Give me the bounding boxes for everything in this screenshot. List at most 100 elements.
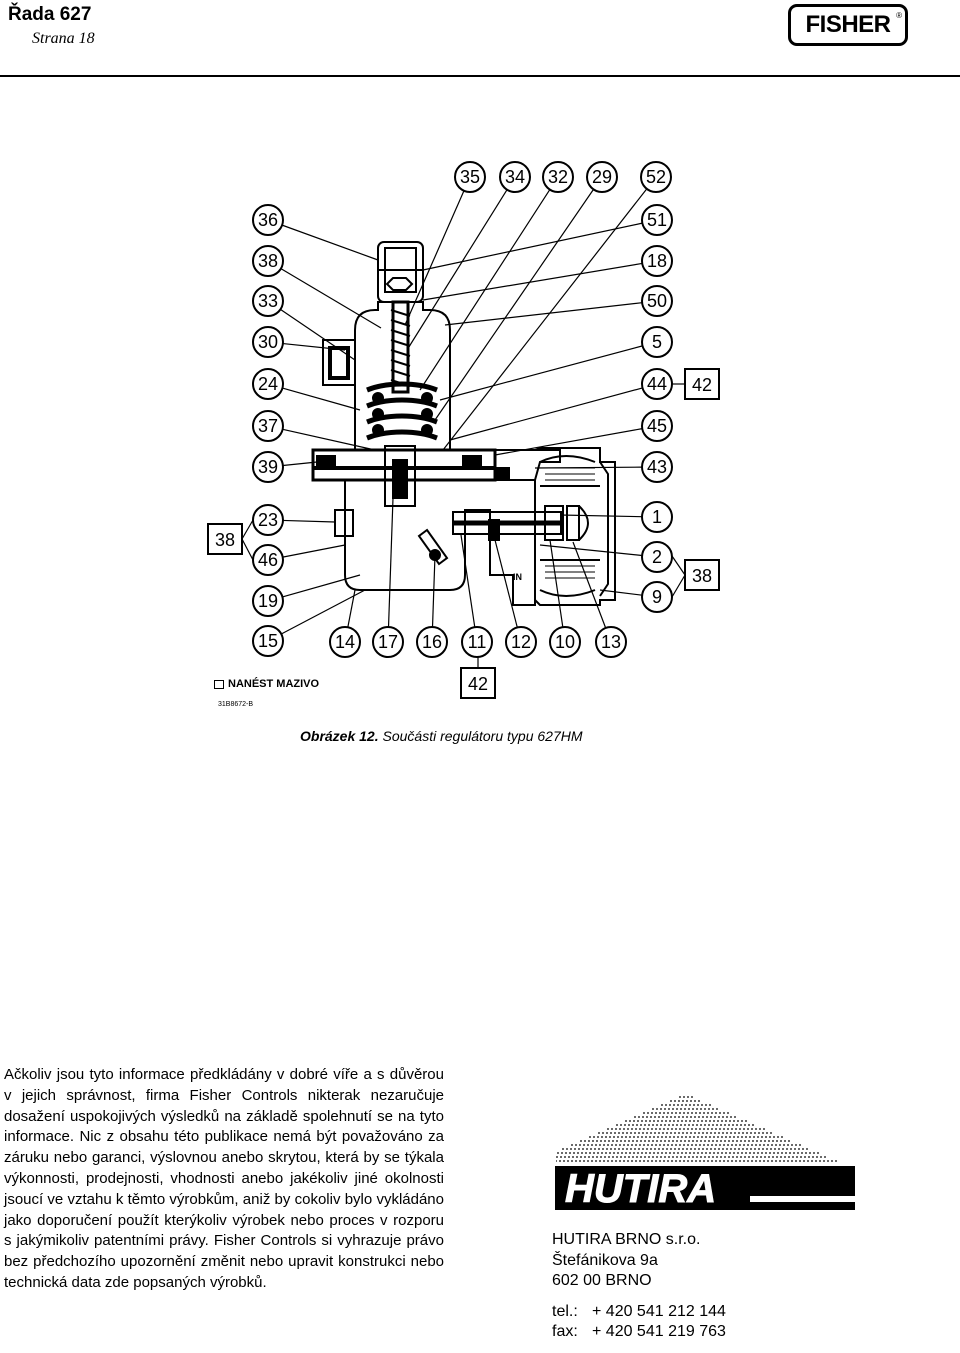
svg-text:50: 50 bbox=[647, 291, 667, 311]
page-number: Strana 18 bbox=[32, 30, 95, 47]
svg-text:37: 37 bbox=[258, 416, 278, 436]
svg-text:45: 45 bbox=[647, 416, 667, 436]
hutira-dot-pattern bbox=[556, 1096, 837, 1162]
svg-text:38: 38 bbox=[215, 530, 235, 550]
callout-19: 19 bbox=[252, 574, 361, 617]
callout-14: 14 bbox=[329, 589, 361, 658]
svg-text:16: 16 bbox=[422, 632, 442, 652]
svg-text:34: 34 bbox=[505, 167, 525, 187]
company-city: 602 00 BRNO bbox=[552, 1272, 652, 1289]
header-divider bbox=[0, 75, 960, 77]
callout-15: 15 bbox=[252, 589, 366, 657]
svg-text:51: 51 bbox=[647, 210, 667, 230]
telephone-row: tel.: + 420 541 212 144 bbox=[552, 1302, 726, 1323]
fax-number: + 420 541 219 763 bbox=[592, 1323, 726, 1340]
callout-33: 33 bbox=[252, 285, 356, 361]
lubricant-symbol-icon bbox=[214, 679, 224, 689]
lubricant-note: NANÉST MAZIVO bbox=[214, 678, 319, 690]
fax-label: fax: bbox=[552, 1323, 578, 1340]
svg-text:42: 42 bbox=[468, 674, 488, 694]
inlet-label: IN bbox=[513, 572, 522, 582]
callout-35: 35 bbox=[404, 161, 486, 326]
telephone-number: + 420 541 212 144 bbox=[592, 1302, 726, 1320]
svg-text:15: 15 bbox=[258, 631, 278, 651]
svg-text:42: 42 bbox=[692, 375, 712, 395]
svg-text:9: 9 bbox=[652, 587, 662, 607]
svg-text:38: 38 bbox=[692, 566, 712, 586]
callout-24: 24 bbox=[252, 368, 361, 411]
lubricant-note-text: NANÉST MAZIVO bbox=[228, 678, 320, 690]
callout-52: 52 bbox=[442, 161, 672, 451]
callout-29: 29 bbox=[434, 161, 618, 421]
callout-34: 34 bbox=[406, 161, 531, 351]
callout-18: 18 bbox=[422, 245, 673, 301]
svg-text:43: 43 bbox=[647, 457, 667, 477]
svg-text:12: 12 bbox=[511, 632, 531, 652]
callout-37: 37 bbox=[252, 410, 376, 451]
hutira-contact: HUTIRA BRNO s.r.o. Štefánikova 9a 602 00… bbox=[552, 1230, 726, 1343]
svg-text:24: 24 bbox=[258, 374, 278, 394]
callout-32: 32 bbox=[419, 161, 574, 391]
disclaimer-paragraph: Ačkoliv jsou tyto informace předkládány … bbox=[4, 1066, 444, 1291]
svg-text:46: 46 bbox=[258, 550, 278, 570]
svg-text:2: 2 bbox=[652, 547, 662, 567]
callout-9: 9 bbox=[599, 581, 673, 613]
svg-text:29: 29 bbox=[592, 167, 612, 187]
callout-39: 39 bbox=[252, 451, 318, 483]
callout-17: 17 bbox=[372, 497, 404, 658]
svg-text:52: 52 bbox=[646, 167, 666, 187]
callout-45: 45 bbox=[494, 410, 673, 456]
hutira-logo: HUTIRA bbox=[555, 1166, 855, 1210]
callout-50: 50 bbox=[444, 285, 673, 326]
svg-text:44: 44 bbox=[647, 374, 667, 394]
fisher-logo-text: FISHER bbox=[805, 11, 891, 38]
boxed-callout-left-38: 38 bbox=[207, 523, 243, 555]
svg-text:36: 36 bbox=[258, 210, 278, 230]
telephone-label: tel.: bbox=[552, 1302, 578, 1320]
figure-caption-label: Obrázek 12. bbox=[300, 728, 379, 744]
callout-11: 11 bbox=[460, 534, 493, 658]
figure-caption-text: Součásti regulátoru typu 627HM bbox=[382, 728, 583, 744]
callout-38: 38 bbox=[252, 245, 382, 329]
callout-44: 44 bbox=[449, 368, 673, 441]
callout-36: 36 bbox=[252, 204, 379, 261]
hutira-logo-text: HUTIRA bbox=[565, 1167, 716, 1210]
registered-mark: ® bbox=[896, 11, 902, 20]
callout-12: 12 bbox=[494, 539, 537, 658]
boxed-callout-right-lower-38: 38 bbox=[684, 559, 720, 591]
callout-13: 13 bbox=[572, 541, 627, 658]
callout-30: 30 bbox=[252, 326, 346, 358]
callout-2: 2 bbox=[539, 541, 673, 573]
svg-text:5: 5 bbox=[652, 332, 662, 352]
svg-text:17: 17 bbox=[378, 632, 398, 652]
company-street: Štefánikova 9a bbox=[552, 1251, 658, 1269]
svg-text:23: 23 bbox=[258, 510, 278, 530]
boxed-callout-right-42: 42 bbox=[684, 368, 720, 400]
company-name: HUTIRA BRNO s.r.o. bbox=[552, 1231, 701, 1248]
svg-text:19: 19 bbox=[258, 591, 278, 611]
fax-row: fax: + 420 541 219 763 bbox=[552, 1322, 726, 1343]
boxed-callout-bottom-42: 42 bbox=[460, 667, 496, 699]
callout-23: 23 bbox=[252, 504, 336, 536]
svg-text:32: 32 bbox=[548, 167, 568, 187]
callout-10: 10 bbox=[549, 539, 581, 658]
svg-text:1: 1 bbox=[652, 507, 662, 527]
figure-caption: Obrázek 12. Součásti regulátoru typu 627… bbox=[300, 728, 583, 744]
series-title: Řada 627 bbox=[8, 4, 92, 25]
svg-text:10: 10 bbox=[555, 632, 575, 652]
svg-text:11: 11 bbox=[468, 632, 487, 652]
drawing-number: 31B8672-B bbox=[218, 701, 254, 708]
svg-text:18: 18 bbox=[647, 251, 667, 271]
callout-43: 43 bbox=[534, 451, 673, 483]
callout-16: 16 bbox=[416, 554, 448, 658]
svg-text:33: 33 bbox=[258, 291, 278, 311]
svg-text:30: 30 bbox=[258, 332, 278, 352]
svg-text:39: 39 bbox=[258, 457, 278, 477]
regulator-cross-section bbox=[311, 241, 616, 606]
fisher-logo: FISHER ® bbox=[788, 4, 908, 46]
svg-text:38: 38 bbox=[258, 251, 278, 271]
svg-text:14: 14 bbox=[335, 632, 355, 652]
callout-46: 46 bbox=[252, 544, 346, 576]
callout-5: 5 bbox=[439, 326, 673, 401]
